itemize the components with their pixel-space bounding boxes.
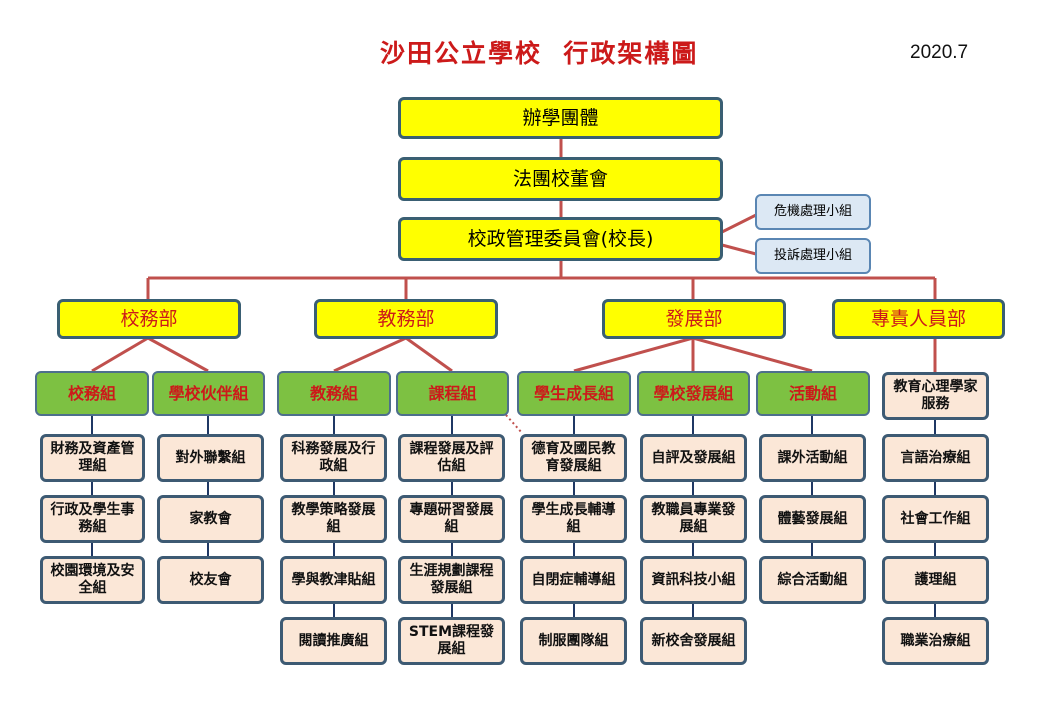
team-arts-sports: 體藝發展組	[759, 495, 866, 543]
team-nursing: 護理組	[882, 556, 989, 604]
team-autism-support: 自閉症輔導組	[520, 556, 627, 604]
group-student-growth: 學生成長組	[517, 371, 631, 416]
team-alumni: 校友會	[157, 556, 264, 604]
chart-date: 2020.7	[910, 42, 969, 63]
team-external-liaison: 對外聯繫組	[157, 434, 264, 482]
team-career-planning: 生涯規劃課程發展組	[398, 556, 505, 604]
team-social-work: 社會工作組	[882, 495, 989, 543]
team-pta: 家教會	[157, 495, 264, 543]
dept-development: 發展部	[602, 299, 786, 339]
team-reading-promotion: 閱讀推廣組	[280, 617, 387, 665]
group-school-development: 學校發展組	[637, 371, 750, 416]
group-school-partners: 學校伙伴組	[152, 371, 265, 416]
connector-line	[721, 213, 757, 234]
team-speech-therapy: 言語治療組	[882, 434, 989, 482]
team-learning-grant: 學與教津貼組	[280, 556, 387, 604]
group-curriculum: 課程組	[396, 371, 509, 416]
dept-specialists: 專責人員部	[832, 299, 1005, 339]
team-staff-development: 教職員專業發展組	[640, 495, 747, 543]
connector-line	[692, 336, 813, 373]
team-extracurricular: 課外活動組	[759, 434, 866, 482]
group-activities: 活動組	[756, 371, 870, 416]
team-subject-development: 科務發展及行政組	[280, 434, 387, 482]
team-moral-national-education: 德育及國民教育發展組	[520, 434, 627, 482]
team-admin-student-affairs: 行政及學生事務組	[40, 495, 145, 543]
team-curriculum-assessment: 課程發展及評估組	[398, 434, 505, 482]
group-academic: 教務組	[277, 371, 391, 416]
connector-line	[147, 336, 209, 373]
team-it: 資訊科技小組	[640, 556, 747, 604]
team-educational-psychologist: 教育心理學家服務	[882, 372, 989, 420]
team-student-guidance: 學生成長輔導組	[520, 495, 627, 543]
dept-school-affairs: 校務部	[57, 299, 241, 339]
crisis-group-box: 危機處理小組	[755, 194, 871, 230]
chart-title: 沙田公立學校 行政架構圖	[380, 39, 699, 68]
sponsoring-body-box: 辦學團體	[398, 97, 723, 139]
group-school-affairs: 校務組	[35, 371, 149, 416]
team-new-campus: 新校舍發展組	[640, 617, 747, 665]
team-occupational-therapy: 職業治療組	[882, 617, 989, 665]
connector-line	[405, 336, 453, 373]
dept-academic-affairs: 教務部	[314, 299, 498, 339]
team-finance-assets: 財務及資產管理組	[40, 434, 145, 482]
team-teaching-strategy: 教學策略發展組	[280, 495, 387, 543]
team-integrated-activities: 綜合活動組	[759, 556, 866, 604]
connector-line	[573, 336, 694, 373]
team-project-learning: 專題研習發展組	[398, 495, 505, 543]
school-board-box: 法團校董會	[398, 157, 723, 201]
team-uniform-groups: 制服團隊組	[520, 617, 627, 665]
complaint-group-box: 投訴處理小組	[755, 238, 871, 274]
connector-line	[333, 336, 407, 373]
team-campus-safety: 校園環境及安全組	[40, 556, 145, 604]
team-self-evaluation: 自評及發展組	[640, 434, 747, 482]
dotted-connector	[505, 414, 523, 434]
connector-line	[91, 336, 149, 373]
management-committee-box: 校政管理委員會(校長)	[398, 217, 723, 261]
connector-line	[721, 243, 757, 256]
team-stem-curriculum: STEM課程發展組	[398, 617, 505, 665]
